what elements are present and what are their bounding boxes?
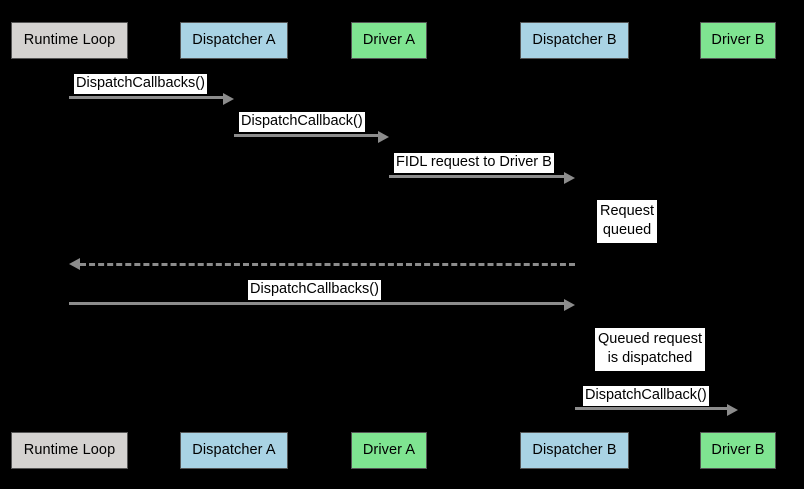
participant-label: Runtime Loop xyxy=(23,32,116,49)
participant-label: Dispatcher B xyxy=(532,32,617,49)
participant-runtime-loop-top[interactable]: Runtime Loop xyxy=(11,22,128,59)
participant-label: Driver A xyxy=(362,32,416,49)
note-line: queued xyxy=(602,222,652,239)
participant-driver-a-top[interactable]: Driver A xyxy=(351,22,427,59)
message-label-dispatch-callbacks-1: DispatchCallbacks() xyxy=(74,74,207,94)
participant-dispatcher-a-bottom[interactable]: Dispatcher A xyxy=(180,432,288,469)
message-arrow-dispatch-callbacks-2 xyxy=(69,302,564,305)
note-line: is dispatched xyxy=(607,350,693,367)
note-request-queued: Request queued xyxy=(597,200,658,244)
participant-driver-b-top[interactable]: Driver B xyxy=(700,22,776,59)
participant-driver-a-bottom[interactable]: Driver A xyxy=(351,432,427,469)
message-arrow-dispatch-callback-2 xyxy=(575,407,727,410)
message-arrow-return xyxy=(80,263,575,266)
participant-label: Driver A xyxy=(362,442,416,459)
message-label-dispatch-callback-1: DispatchCallback() xyxy=(239,112,365,132)
participant-label: Driver B xyxy=(711,32,765,49)
participant-dispatcher-a-top[interactable]: Dispatcher A xyxy=(180,22,288,59)
message-label-dispatch-callback-2: DispatchCallback() xyxy=(583,386,709,406)
participant-driver-b-bottom[interactable]: Driver B xyxy=(700,432,776,469)
participant-label: Runtime Loop xyxy=(23,442,116,459)
arrowhead-right-icon xyxy=(727,404,738,416)
arrowhead-right-icon xyxy=(223,93,234,105)
message-label-dispatch-callbacks-2: DispatchCallbacks() xyxy=(248,280,381,300)
participant-label: Dispatcher A xyxy=(192,442,276,459)
arrowhead-left-icon xyxy=(69,258,80,270)
note-queued-request-dispatched: Queued request is dispatched xyxy=(595,328,705,372)
message-arrow-dispatch-callback-1 xyxy=(234,134,378,137)
arrowhead-right-icon xyxy=(564,299,575,311)
note-line: Queued request xyxy=(598,331,702,347)
participant-dispatcher-b-top[interactable]: Dispatcher B xyxy=(520,22,629,59)
message-label-fidl-request: FIDL request to Driver B xyxy=(394,153,554,173)
message-arrow-dispatch-callbacks-1 xyxy=(69,96,223,99)
participant-label: Dispatcher B xyxy=(532,442,617,459)
message-arrow-fidl-request xyxy=(389,175,564,178)
arrowhead-right-icon xyxy=(378,131,389,143)
participant-dispatcher-b-bottom[interactable]: Dispatcher B xyxy=(520,432,629,469)
participant-runtime-loop-bottom[interactable]: Runtime Loop xyxy=(11,432,128,469)
note-line: Request xyxy=(600,203,655,219)
participant-label: Dispatcher A xyxy=(192,32,276,49)
participant-label: Driver B xyxy=(711,442,765,459)
arrowhead-right-icon xyxy=(564,172,575,184)
